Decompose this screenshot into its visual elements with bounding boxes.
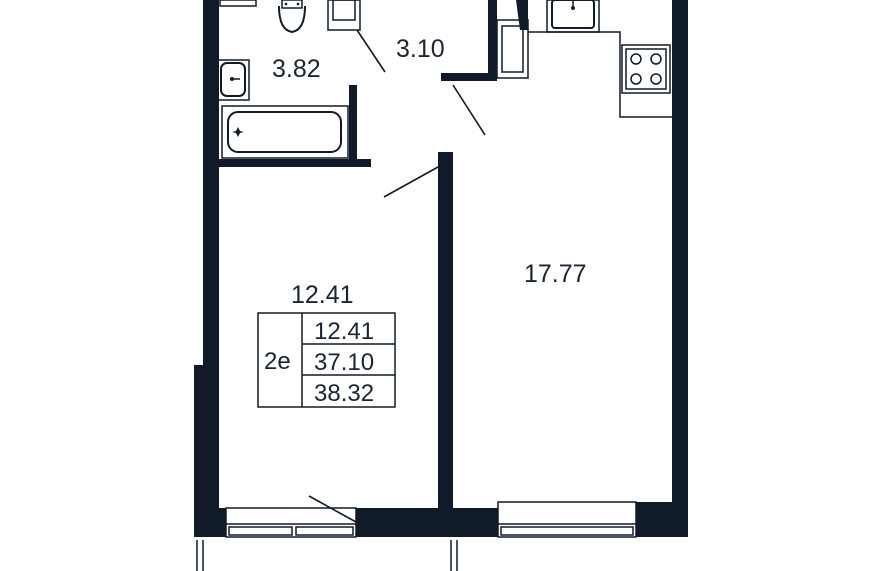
- windows: [196, 501, 637, 571]
- bathroom-sink-icon: [216, 59, 250, 101]
- wall-bottom-right: [636, 502, 688, 537]
- door-bathroom: [356, 29, 386, 73]
- door-bedroom: [383, 166, 439, 198]
- wall-left-exterior: [203, 0, 219, 537]
- wall-top-left-cap: [203, 0, 211, 10]
- door-kitchen: [452, 84, 486, 136]
- door-balcony: [308, 495, 357, 523]
- wall-bathroom-bottom: [217, 159, 371, 167]
- bedroom-area-label: 12.41: [291, 281, 354, 309]
- wall-bottom-left: [194, 508, 226, 537]
- wall-kitchen-stub-vertical: [488, 0, 497, 78]
- total-area-value: 38.32: [314, 380, 374, 407]
- window-kitchen: [497, 501, 637, 538]
- wall-kitchen-stub-horizontal: [441, 73, 497, 81]
- window-bedroom: [225, 507, 357, 538]
- wall-partition-vertical: [438, 152, 453, 508]
- walls: [194, 0, 688, 537]
- apartment-type-label: 2e: [264, 348, 291, 375]
- wall-left-stub: [194, 365, 206, 537]
- fixtures: [216, 0, 672, 159]
- kitchen-sink-icon: [546, 0, 600, 33]
- wardrobe-icon: [496, 19, 529, 79]
- kitchen-living-area-label: 17.77: [524, 260, 587, 288]
- kitchen-counter: [528, 31, 672, 118]
- wall-right-exterior: [672, 0, 688, 537]
- doors: [308, 29, 486, 523]
- living-area-value: 12.41: [314, 318, 374, 345]
- bathroom-area-label: 3.82: [272, 55, 321, 83]
- total-area-no-balcony-value: 37.10: [314, 349, 374, 376]
- toilet-icon: [219, 0, 306, 34]
- room-labels: 3.82 3.10 17.77 12.41: [272, 35, 587, 309]
- washing-machine-icon: [327, 0, 361, 31]
- bathtub-icon: [221, 105, 349, 159]
- stove-icon: [621, 44, 671, 94]
- area-summary-table: 2e 12.41 37.10 38.32: [257, 312, 396, 408]
- hallway-area-label: 3.10: [396, 35, 445, 63]
- wall-bottom-middle: [356, 508, 498, 537]
- wall-kitchen-angle: [516, 0, 528, 30]
- wall-bathroom-right: [349, 85, 357, 165]
